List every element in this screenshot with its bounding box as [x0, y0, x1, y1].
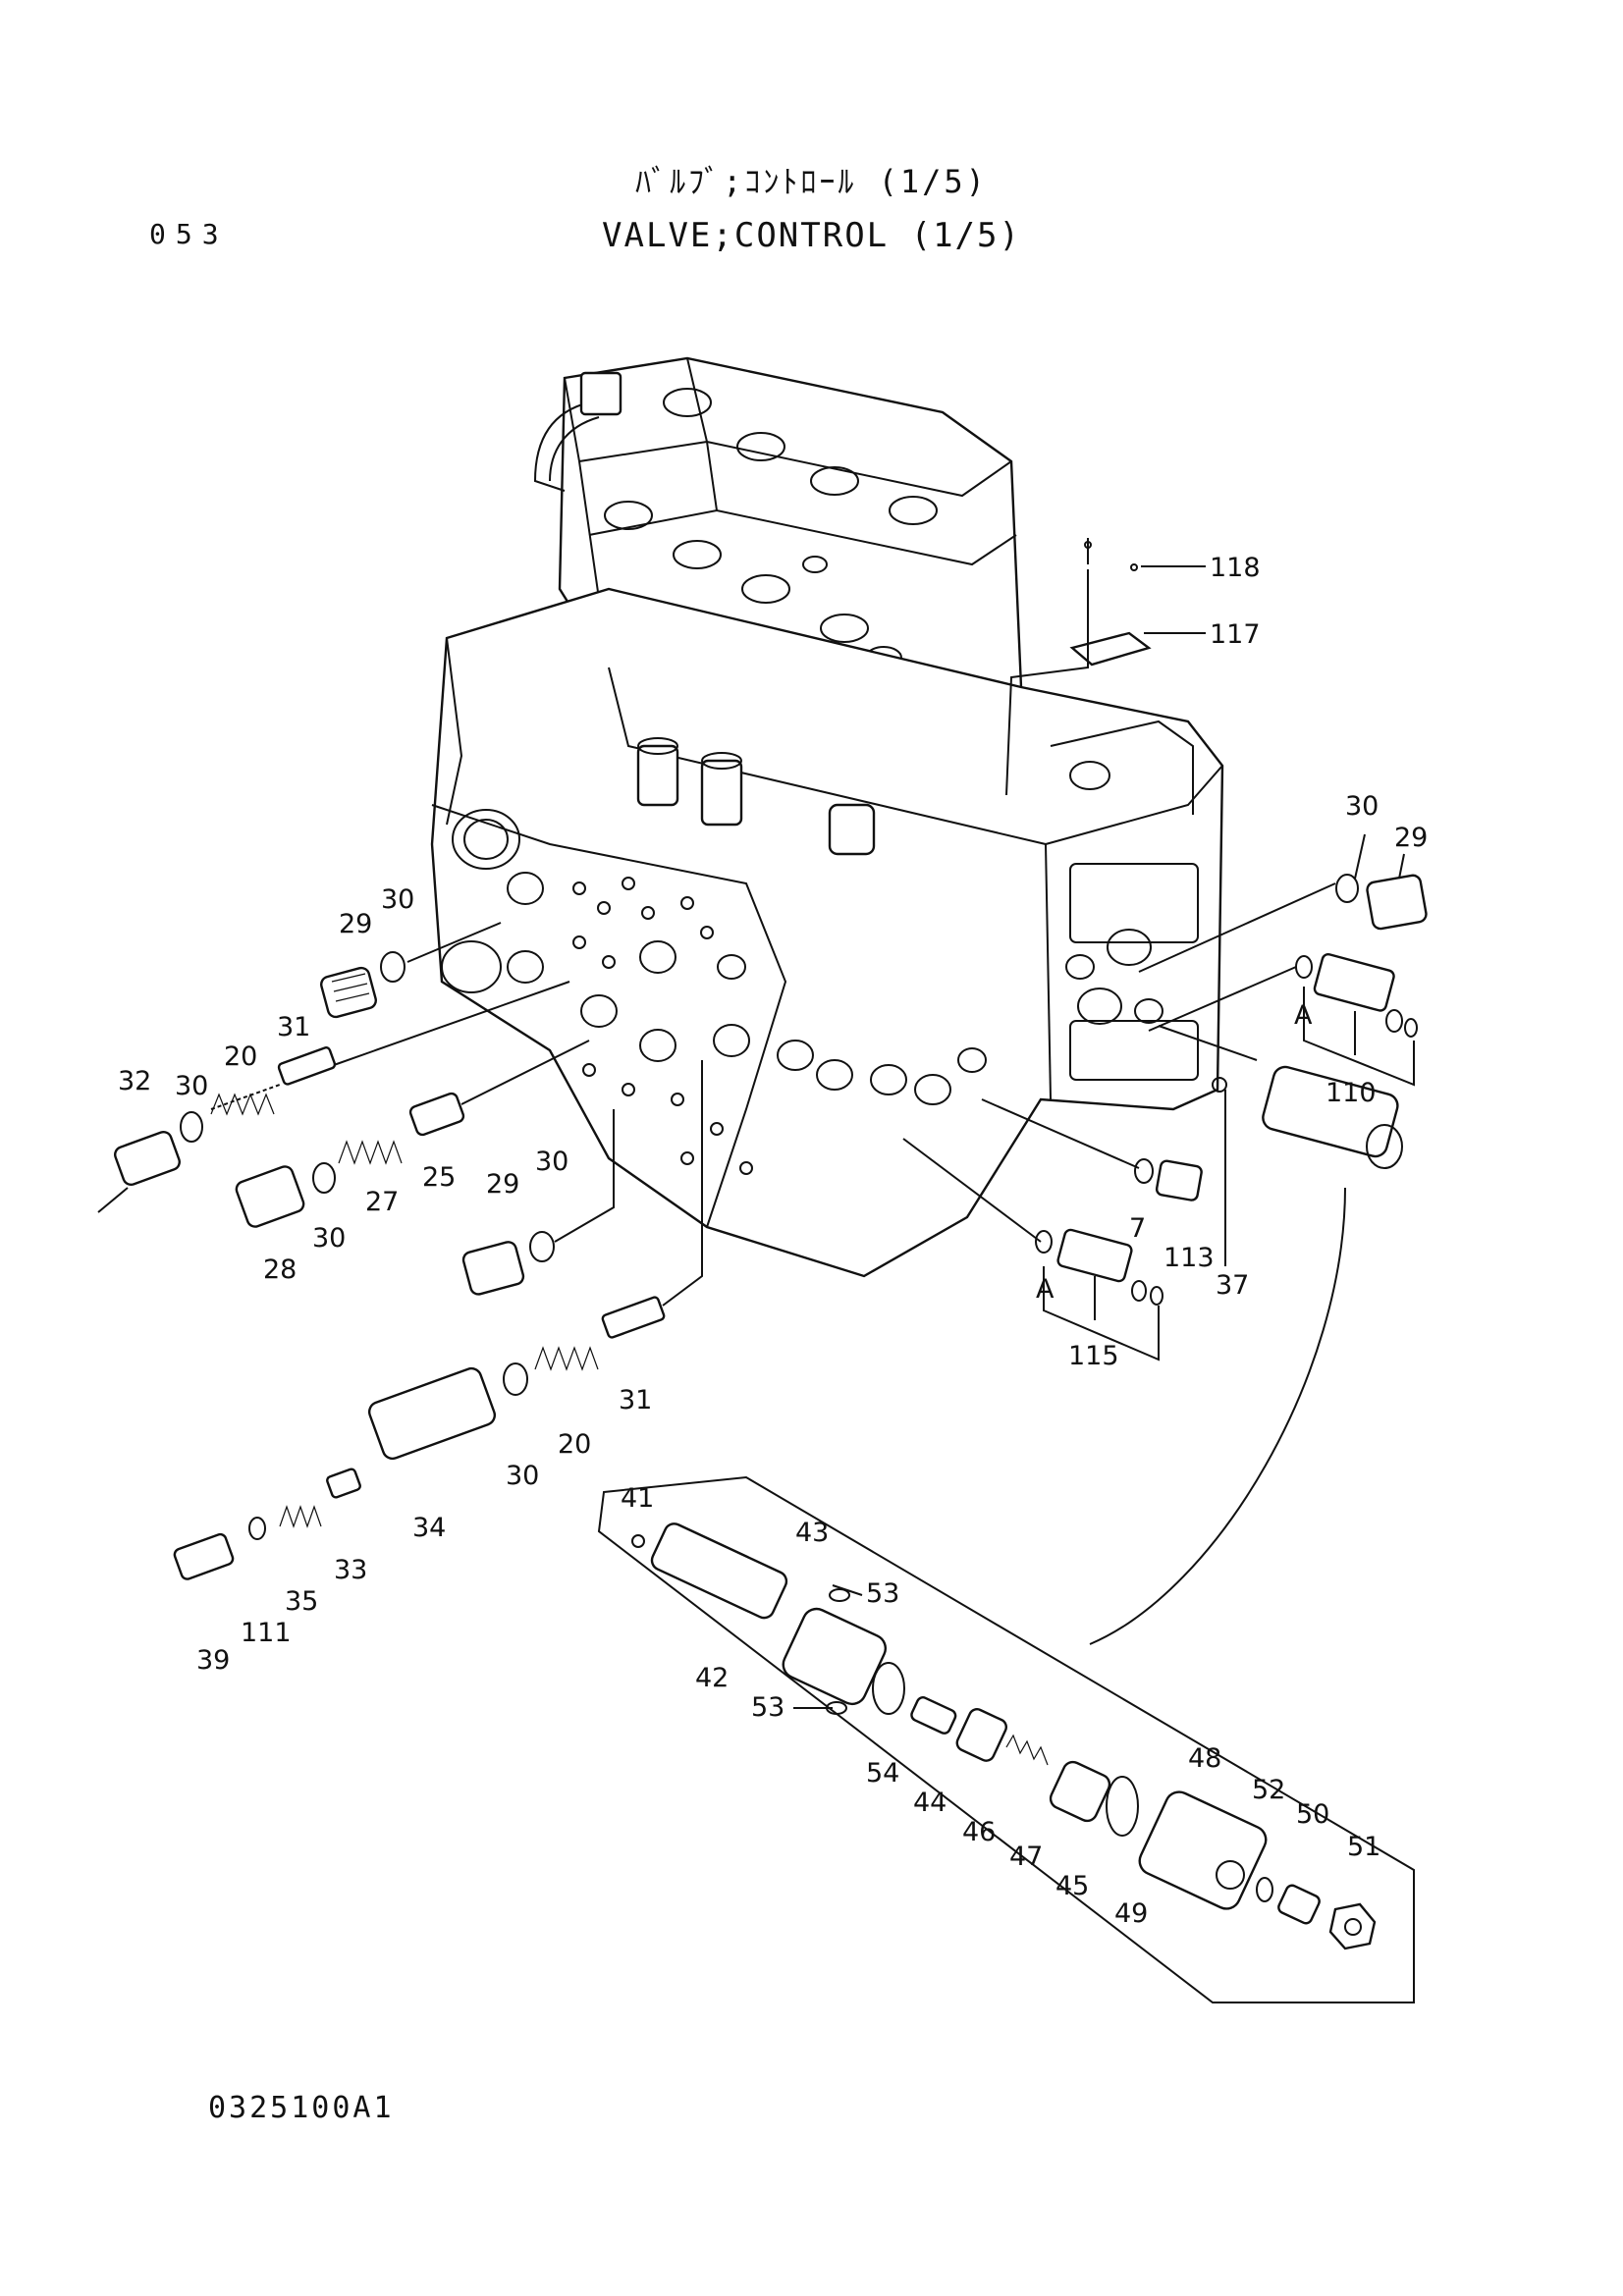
callout-111: 111 — [241, 1618, 292, 1648]
callout-30-6: 30 — [506, 1461, 539, 1491]
callout-20-2: 20 — [558, 1429, 591, 1460]
callout-53: 53 — [866, 1578, 899, 1609]
callout-115: 115 — [1068, 1341, 1119, 1371]
callout-29: 29 — [1394, 823, 1428, 853]
callout-33: 33 — [334, 1555, 367, 1585]
callout-35: 35 — [285, 1586, 318, 1617]
callout-37: 37 — [1216, 1270, 1249, 1301]
leader-lines — [793, 565, 1405, 1709]
callout-47: 47 — [1009, 1842, 1043, 1872]
callout-29-2: 29 — [339, 909, 372, 939]
callout-7: 7 — [1129, 1213, 1146, 1244]
callout-50: 50 — [1296, 1799, 1329, 1830]
callout-117: 117 — [1210, 619, 1261, 650]
callout-30-2: 30 — [381, 884, 414, 915]
detail-inset — [597, 1475, 1415, 2003]
callout-48: 48 — [1188, 1743, 1221, 1774]
callout-30: 30 — [1345, 791, 1379, 822]
valve-body — [430, 356, 1224, 1278]
callout-32: 32 — [118, 1066, 151, 1096]
title-japanese: ﾊﾞﾙﾌﾞ;ｺﾝﾄﾛｰﾙ (1/5) — [635, 163, 988, 200]
callout-113: 113 — [1163, 1243, 1215, 1273]
callout-30-5: 30 — [535, 1147, 568, 1177]
callout-34: 34 — [412, 1513, 446, 1543]
callout-29-3: 29 — [486, 1169, 519, 1200]
callout-39: 39 — [196, 1645, 230, 1676]
callout-53-2: 53 — [751, 1692, 784, 1723]
callout-25: 25 — [422, 1162, 456, 1193]
callout-28: 28 — [263, 1255, 297, 1285]
page-code: 053 — [149, 218, 229, 250]
callout-46: 46 — [962, 1817, 996, 1847]
callout-110: 110 — [1325, 1078, 1377, 1108]
callout-44: 44 — [913, 1788, 947, 1818]
callout-a-2: A — [1036, 1274, 1055, 1305]
callout-52: 52 — [1252, 1775, 1285, 1805]
callout-51: 51 — [1347, 1832, 1380, 1862]
callout-a: A — [1294, 1000, 1313, 1031]
callout-45: 45 — [1055, 1871, 1089, 1901]
callout-20: 20 — [224, 1041, 257, 1072]
callout-54: 54 — [866, 1758, 899, 1789]
callout-41: 41 — [621, 1483, 654, 1514]
callout-49: 49 — [1114, 1898, 1148, 1929]
callout-42: 42 — [695, 1663, 729, 1693]
callout-118: 118 — [1210, 553, 1261, 583]
title-english: VALVE;CONTROL (1/5) — [602, 216, 1021, 255]
drawing-code: 0325100A1 — [208, 2091, 395, 2125]
left-exploded-parts — [97, 922, 703, 1580]
callout-labels: 118 117 30 29 A 110 37 113 7 A 115 29 30… — [118, 553, 1428, 1929]
callout-31-2: 31 — [619, 1385, 652, 1415]
callout-27: 27 — [365, 1187, 399, 1217]
callout-43: 43 — [795, 1518, 829, 1548]
callout-30-3: 30 — [175, 1071, 208, 1101]
right-exploded-parts — [902, 874, 1428, 1645]
callout-31: 31 — [277, 1012, 310, 1042]
callout-30-4: 30 — [312, 1223, 346, 1254]
